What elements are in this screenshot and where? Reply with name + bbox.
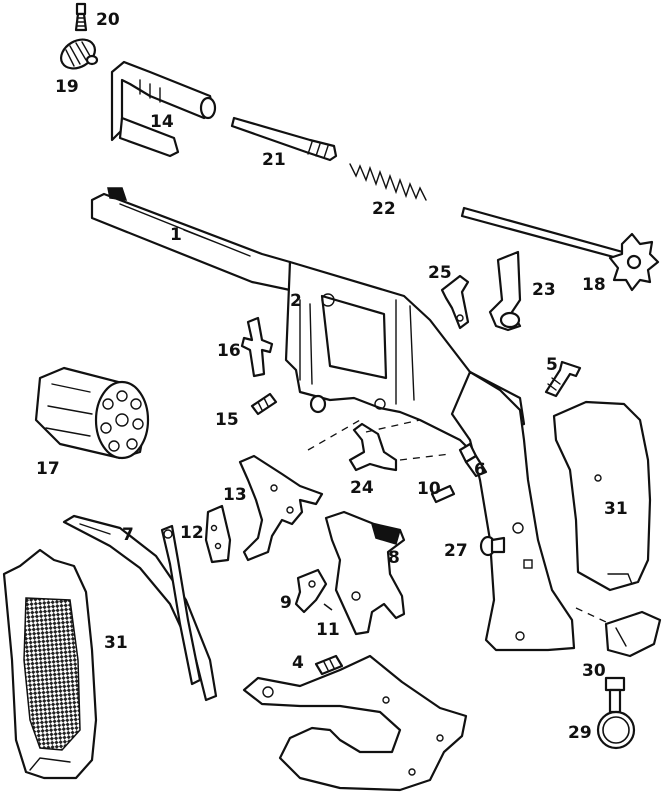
part-trigger-guard [242, 654, 468, 792]
assembly-guide-lines [307, 419, 607, 623]
label-10: 10 [417, 479, 441, 499]
part-30-part [604, 610, 662, 658]
label-6: 6 [474, 460, 486, 480]
part-22-spring [349, 163, 427, 201]
part-18-extractor-rod [460, 206, 660, 292]
part-15-screw [250, 392, 278, 416]
part-16-pin [240, 316, 274, 378]
label-23: 23 [532, 280, 556, 300]
frame-grip [450, 370, 576, 652]
label-15: 15 [215, 410, 239, 430]
part-7-secondary-spring [160, 524, 202, 686]
part-10-screw [430, 484, 456, 504]
part-6-screw [458, 442, 488, 478]
part-4-screw [314, 654, 344, 676]
label-31-left: 31 [104, 633, 128, 653]
part-11-pin [323, 603, 333, 611]
part-27-screw [479, 535, 506, 557]
label-21: 21 [262, 150, 286, 170]
part-12-part [204, 504, 232, 564]
label-7: 7 [122, 525, 134, 545]
label-20: 20 [96, 10, 120, 30]
label-25: 25 [428, 263, 452, 283]
part-13-hammer [238, 454, 324, 562]
label-4: 4 [292, 653, 304, 673]
label-2: 2 [290, 291, 302, 311]
part-25-pawl [440, 274, 470, 330]
label-5: 5 [546, 355, 558, 375]
label-11: 11 [316, 620, 340, 640]
label-8: 8 [388, 548, 400, 568]
part-17-cylinder [34, 366, 150, 460]
label-24: 24 [350, 478, 374, 498]
label-13: 13 [223, 485, 247, 505]
label-18: 18 [582, 275, 606, 295]
part-20-screw [74, 2, 88, 32]
label-14: 14 [150, 112, 174, 132]
label-16: 16 [217, 341, 241, 361]
label-30: 30 [582, 661, 606, 681]
label-9: 9 [280, 593, 292, 613]
part-1-barrel [90, 187, 292, 292]
part-9-pawl [294, 568, 328, 614]
label-22: 22 [372, 199, 396, 219]
part-29-lanyard-ring [596, 676, 636, 750]
label-19: 19 [55, 77, 79, 97]
part-5-screw [544, 360, 582, 398]
label-12: 12 [180, 523, 204, 543]
label-31-right: 31 [604, 499, 628, 519]
part-14-ejector [110, 60, 217, 158]
part-31-grip-panel-right [552, 400, 652, 592]
part-23-lever [488, 250, 522, 332]
part-19-knurled-nut [60, 38, 99, 70]
part-31-grip-panel-left [2, 548, 98, 780]
part-8-trigger [324, 510, 406, 636]
part-24-spring [348, 422, 398, 472]
label-29: 29 [568, 723, 592, 743]
label-27: 27 [444, 541, 468, 561]
label-17: 17 [36, 459, 60, 479]
part-21-rod [230, 116, 338, 162]
label-1: 1 [170, 225, 182, 245]
